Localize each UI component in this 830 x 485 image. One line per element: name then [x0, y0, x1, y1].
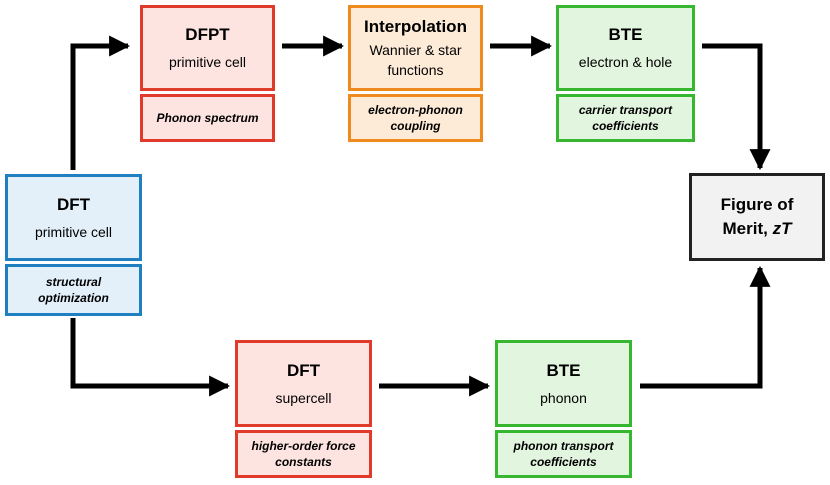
bte-phonon-subtitle: phonon: [540, 389, 587, 406]
dft-supercell-note-box: higher-order force constants: [235, 430, 372, 478]
dft-primitive-box: DFT primitive cell: [5, 174, 142, 261]
dft-primitive-note-box: structural optimization: [5, 264, 142, 316]
figure-of-merit-line2-prefix: Merit,: [722, 219, 773, 238]
bte-electron-note-box: carrier transport coefficients: [556, 94, 695, 142]
bte-phonon-note-line2: coefficients: [530, 455, 597, 469]
dft-supercell-subtitle: supercell: [275, 389, 332, 406]
bte-electron-box: BTE electron & hole: [556, 5, 695, 91]
dfpt-note: Phonon spectrum: [156, 111, 259, 125]
bte-electron-note-line1: carrier transport: [578, 103, 673, 117]
dft-supercell-note-line2: constants: [275, 455, 332, 469]
interpolation-box: Interpolation Wannier & star functions: [348, 5, 483, 91]
dfpt-box: DFPT primitive cell: [140, 5, 275, 91]
interpolation-subtitle-line2: functions: [387, 62, 444, 78]
arrow-bte-phonon-to-merit: [640, 265, 771, 389]
dfpt-note-box: Phonon spectrum: [140, 94, 275, 142]
bte-phonon-box: BTE phonon: [495, 340, 632, 427]
arrow-bte-electron-to-merit: [702, 43, 771, 171]
dft-supercell-box: DFT supercell: [235, 340, 372, 427]
dft-primitive-note-line1: structural: [45, 275, 102, 289]
bte-phonon-note-line1: phonon transport: [513, 439, 614, 453]
interpolation-note-box: electron-phonon coupling: [348, 94, 483, 142]
dft-primitive-title: DFT: [56, 194, 91, 214]
figure-of-merit-line1: Figure of: [720, 195, 794, 214]
interpolation-note-line2: coupling: [390, 119, 441, 133]
dft-supercell-note-line1: higher-order force: [251, 439, 356, 453]
dfpt-title: DFPT: [185, 25, 230, 44]
bte-electron-title: BTE: [608, 25, 643, 44]
figure-of-merit-symbol: zT: [772, 219, 792, 238]
bte-phonon-note-box: phonon transport coefficients: [495, 430, 632, 478]
dft-primitive-note-line2: optimization: [38, 291, 109, 305]
figure-of-merit-box: Figure of Merit, zT: [689, 173, 825, 261]
arrow-dft-to-dfpt: [70, 35, 131, 170]
interpolation-title: Interpolation: [364, 17, 467, 36]
bte-electron-note-line2: coefficients: [592, 119, 659, 133]
bte-electron-subtitle: electron & hole: [578, 54, 673, 70]
dft-supercell-title: DFT: [286, 360, 321, 380]
dft-primitive-subtitle: primitive cell: [34, 223, 112, 240]
interpolation-subtitle-line1: Wannier & star: [369, 42, 462, 58]
figure-of-merit-line2: Merit, zT: [723, 218, 792, 240]
bte-phonon-title: BTE: [546, 360, 581, 380]
interpolation-note-line1: electron-phonon: [368, 103, 463, 117]
arrow-dft-to-supercell: [70, 318, 231, 397]
dfpt-subtitle: primitive cell: [168, 54, 246, 70]
